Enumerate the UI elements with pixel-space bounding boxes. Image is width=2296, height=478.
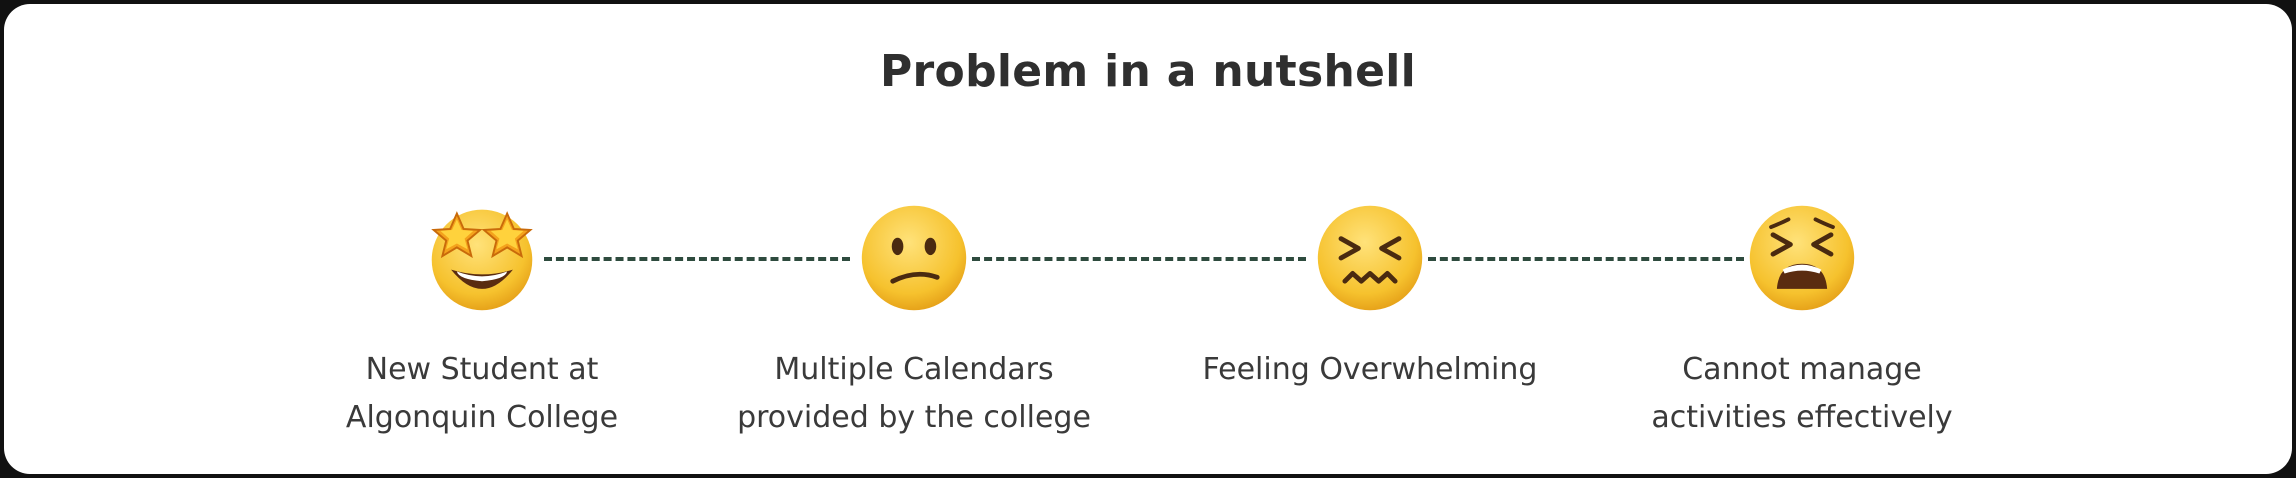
confounded-emoji-icon	[1312, 200, 1428, 316]
step-label-line: provided by the college	[737, 400, 1091, 435]
confused-emoji-icon	[856, 200, 972, 316]
connector-line-1	[544, 257, 850, 261]
step-label-line: New Student at	[365, 352, 599, 387]
connector-line-2	[972, 257, 1306, 261]
step-label-cannot-manage: Cannot manage activities effectively	[1592, 346, 2012, 442]
step-label-line: Feeling Overwhelming	[1202, 352, 1538, 387]
page-title: Problem in a nutshell	[880, 46, 1416, 97]
problem-card: Problem in a nutshell	[4, 4, 2292, 474]
step-label-line: activities effectively	[1651, 400, 1953, 435]
star-struck-emoji-icon	[424, 200, 540, 316]
step-label-line: Multiple Calendars	[774, 352, 1054, 387]
step-label-line: Algonquin College	[345, 400, 619, 435]
connector-line-3	[1428, 257, 1744, 261]
step-label-feeling-overwhelming: Feeling Overwhelming	[1160, 346, 1580, 394]
step-label-new-student: New Student at Algonquin College	[272, 346, 692, 442]
weary-emoji-icon	[1744, 200, 1860, 316]
step-label-line: Cannot manage	[1682, 352, 1922, 387]
step-label-multiple-calendars: Multiple Calendars provided by the colle…	[704, 346, 1124, 442]
